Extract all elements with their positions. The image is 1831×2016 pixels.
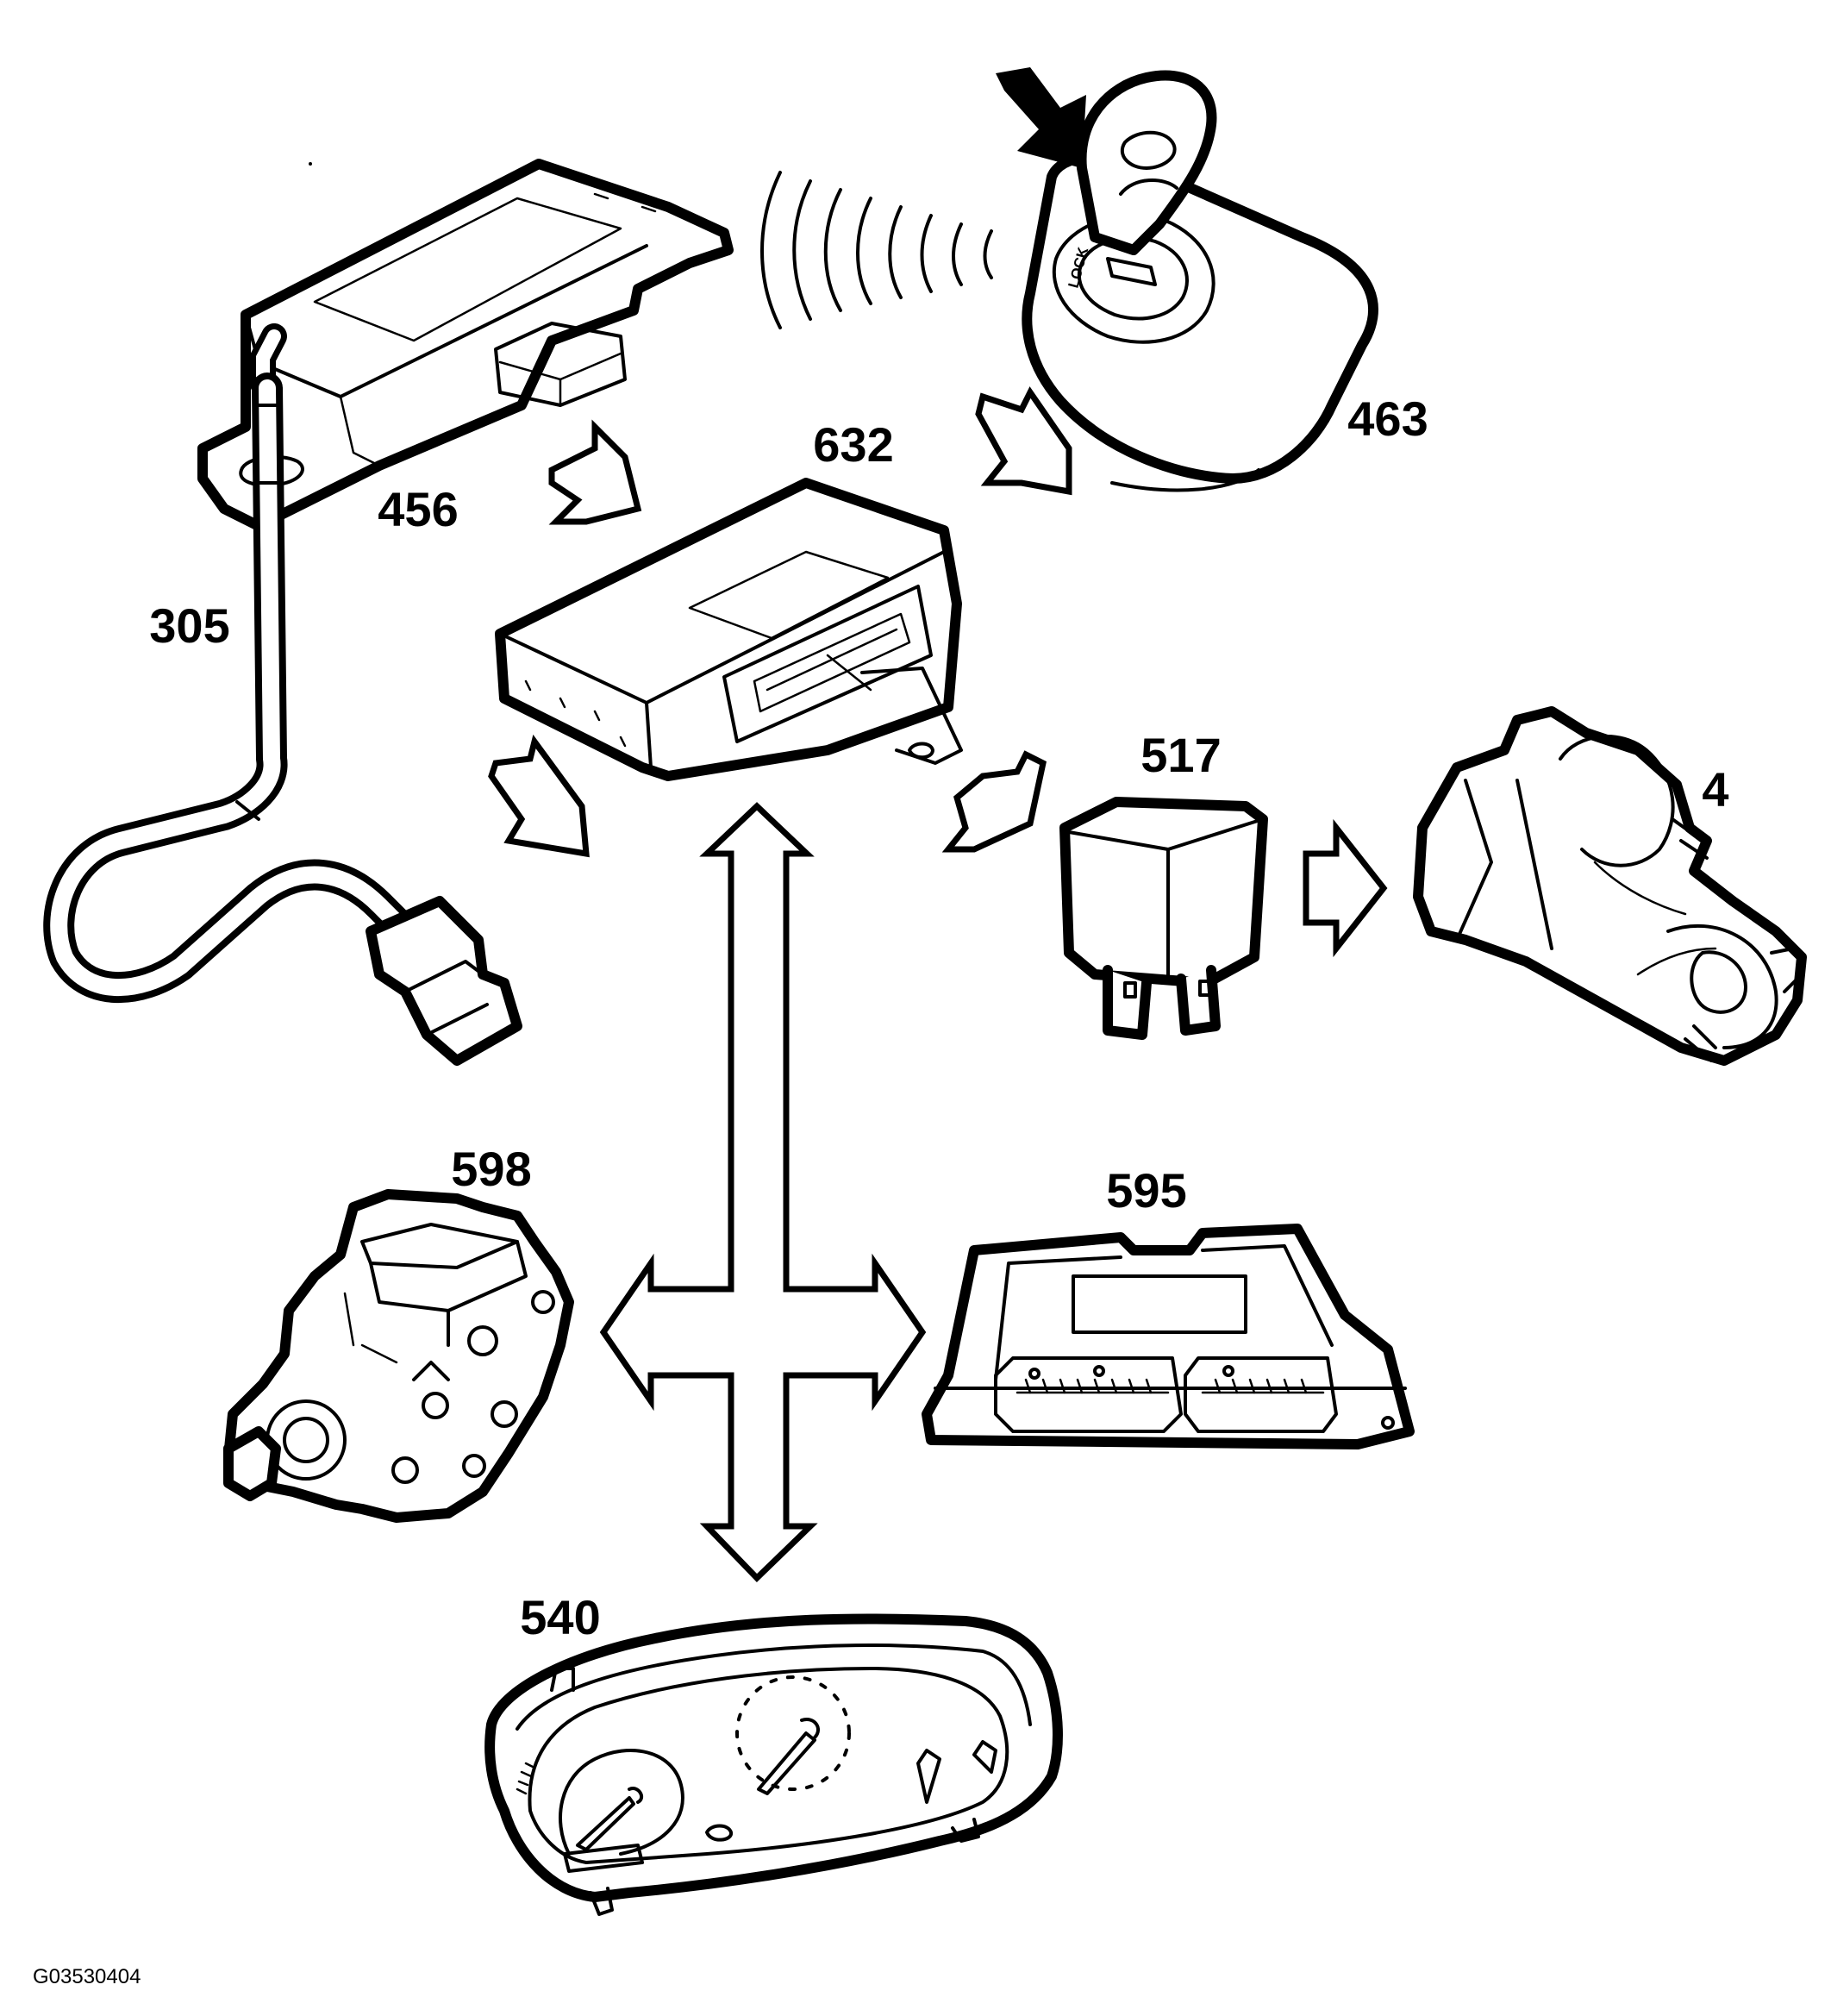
- part-number-labels: 632 463 456 305 517 4 598 595 540: [149, 391, 1728, 1644]
- immobilizer-control-module-icon: [495, 478, 963, 781]
- signal-waves-icon: [760, 171, 993, 329]
- signal-arrows: [488, 386, 1388, 1582]
- ignition-switch-key-icon: LOCK: [996, 67, 1378, 492]
- arrow-463-to-632: [975, 386, 1072, 496]
- figure-id: G03530404: [33, 1965, 141, 1988]
- label-595: 595: [1106, 1163, 1186, 1218]
- instrument-cluster-icon: [484, 1613, 1063, 1916]
- arrow-456-to-632: [548, 419, 642, 525]
- arrow-517-to-4: [1303, 818, 1388, 958]
- label-305: 305: [149, 598, 229, 653]
- sensor-harness-icon: [43, 323, 522, 1066]
- starter-motor-icon: [1413, 706, 1807, 1066]
- label-456: 456: [378, 482, 458, 536]
- label-517: 517: [1140, 728, 1221, 782]
- bus-arrow-four-way: [599, 802, 927, 1582]
- label-4: 4: [1702, 762, 1728, 817]
- injection-pump-icon: [223, 1189, 574, 1523]
- relay-icon: [1059, 797, 1268, 1040]
- label-463: 463: [1347, 391, 1428, 446]
- engine-control-module-icon: [922, 1224, 1415, 1449]
- arrow-632-to-517: [941, 750, 1047, 853]
- arrow-632-to-305: [488, 734, 590, 858]
- label-540: 540: [520, 1590, 600, 1644]
- passive-antenna-module-icon: [197, 159, 734, 531]
- label-598: 598: [451, 1142, 531, 1196]
- label-632: 632: [813, 417, 893, 472]
